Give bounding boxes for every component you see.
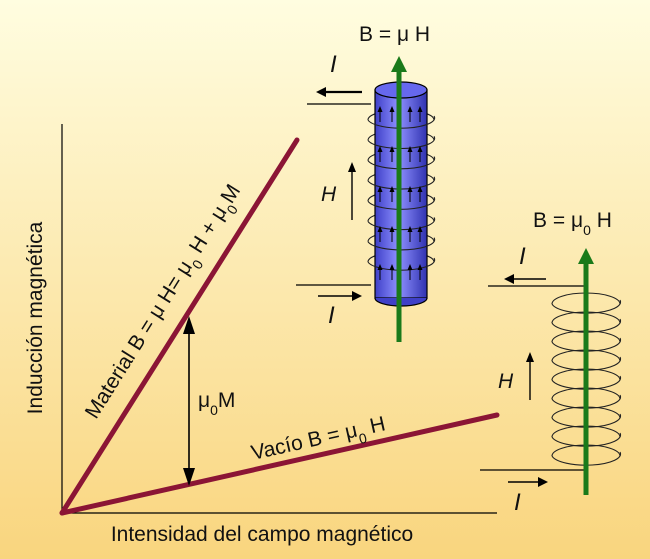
coil-turn-front <box>551 394 622 409</box>
coil-turn-front <box>367 135 436 150</box>
magnetization-arrow-head <box>407 146 413 152</box>
coil-turn-front <box>367 156 436 170</box>
magnetization-arrow-head <box>417 146 423 152</box>
vacuum-field-arrow-head <box>578 248 594 264</box>
magnetization-arrow-head <box>377 186 383 192</box>
y-axis-label: Inducción magnética <box>24 221 47 414</box>
vacuum-current-bottom-label: I <box>514 489 521 516</box>
difference-arrow-head-up <box>183 316 195 334</box>
vacuum-coil-front-turns <box>551 299 622 466</box>
solenoid-vacuum: I I H B = μ0 H <box>480 209 622 516</box>
vacuum-line <box>59 412 500 516</box>
coil-turn-front <box>551 356 622 371</box>
coil-turn-front <box>551 375 622 390</box>
vacuum-h-label: H <box>498 370 514 393</box>
vacuum-current-top-label: I <box>519 243 526 270</box>
difference-arrow-head-down <box>183 468 195 486</box>
coil-turn-front <box>551 318 622 333</box>
magnetization-arrow-head <box>417 226 423 232</box>
magnetization-arrow-head <box>389 226 395 232</box>
magnetization-arrow-head <box>377 264 383 270</box>
difference-label: μ0M <box>198 389 235 418</box>
magnetization-arrow-head <box>389 264 395 270</box>
core-h-label: H <box>321 183 337 206</box>
material-line <box>59 137 300 516</box>
core-b-label: B = μ H <box>359 23 430 46</box>
coil-turn-front <box>551 451 622 466</box>
core-current-bottom-label: I <box>328 302 335 329</box>
coil-turn-front <box>367 237 436 251</box>
coil-turn-front <box>551 413 622 428</box>
magnetization-arrow-head <box>407 106 413 112</box>
magnetization-arrow-head <box>377 146 383 152</box>
magnetization-arrow-head <box>417 106 423 112</box>
magnetization-arrow-head <box>377 226 383 232</box>
coil-turn-front <box>551 299 622 314</box>
magnetization-arrow-head <box>407 226 413 232</box>
vacuum-b-label: B = μ0 H <box>533 209 612 238</box>
magnetization-arrow-head <box>389 186 395 192</box>
magnetization-arrow-head <box>389 106 395 112</box>
coil-turn-front <box>367 176 436 190</box>
coil-turn-front <box>367 196 436 210</box>
core-current-top-label: I <box>330 51 337 78</box>
magnetization-arrow-head <box>417 264 423 270</box>
magnetization-arrow-head <box>407 264 413 270</box>
coil-front-turns <box>367 115 436 271</box>
magnetization-arrow-head <box>407 186 413 192</box>
coil-turn-front <box>551 337 622 352</box>
solenoid-with-core: I I H B = μ H <box>296 23 436 342</box>
x-axis-label: Intensidad del campo magnético <box>111 523 413 546</box>
magnetization-arrow-head <box>377 106 383 112</box>
magnetization-arrow-head <box>417 186 423 192</box>
coil-turn-front <box>551 432 622 447</box>
core-field-arrow-head <box>391 56 407 72</box>
magnetization-arrow-head <box>389 146 395 152</box>
core-magnetization-arrows <box>377 106 423 280</box>
coil-turn-front <box>367 217 436 231</box>
coil-turn-front <box>367 115 436 129</box>
